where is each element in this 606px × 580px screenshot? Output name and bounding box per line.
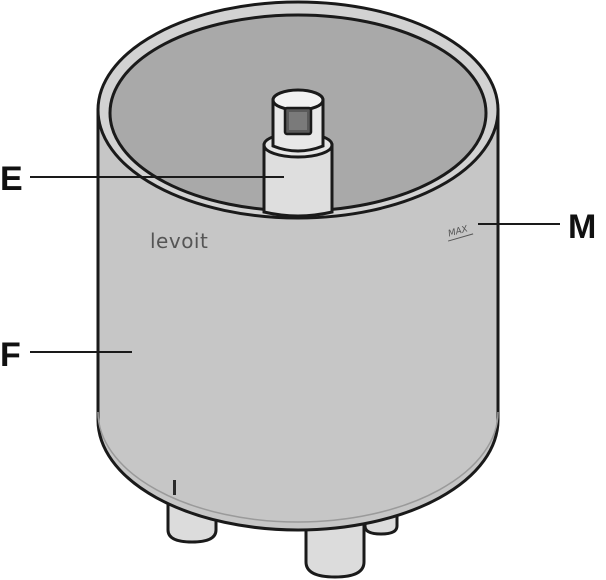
callout-e: E	[0, 160, 23, 198]
indicator-tick	[173, 480, 176, 495]
callout-m: M	[568, 208, 596, 246]
base-rim-line	[97, 411, 499, 523]
tank-body	[96, 108, 500, 532]
callout-f: F	[0, 336, 21, 374]
center-post	[262, 88, 334, 218]
brand-logo: levoit	[150, 229, 208, 253]
